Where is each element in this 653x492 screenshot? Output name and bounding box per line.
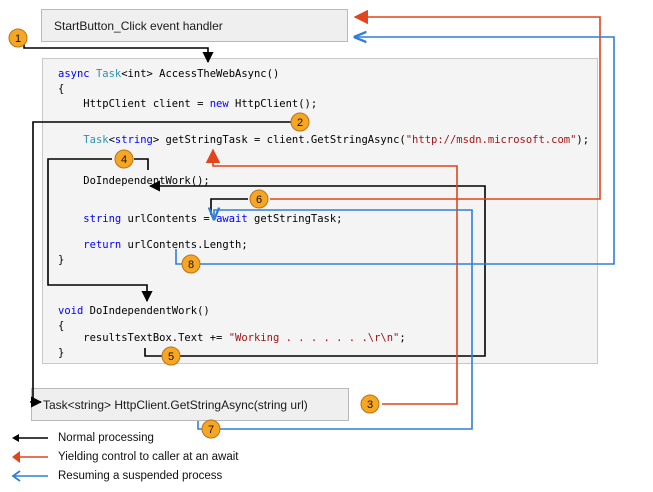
step-badge-4: 4 [114,149,134,169]
get-string-async-label: Task<string> HttpClient.GetStringAsync(s… [43,398,308,412]
code-text: HttpClient client = [58,98,210,110]
code-line-void-signature: void DoIndependentWork() [58,304,210,318]
step-number: 7 [208,424,214,436]
arrow-step-4 [47,158,153,303]
keyword: void [58,305,84,317]
legend-label: Resuming a suspended process [58,470,223,482]
code-line-signature: async Task<int> AccessTheWebAsync() [58,67,279,81]
string-literal: "Working . . . . . . .\r\n" [228,332,400,344]
code-text: HttpClient(); [228,98,318,110]
step-number: 4 [121,154,127,166]
arrow-step-4-top [134,158,149,170]
code-text: ); [576,134,590,146]
code-line-get-string-task: Task<string> getStringTask = client.GetS… [58,133,589,147]
arrow-step-7 [197,210,473,430]
code-text: resultsTextBox.Text += [58,332,229,344]
keyword: string [83,213,122,225]
legend-label: Normal processing [58,432,154,444]
code-text: > getStringTask = client.GetStringAsync( [152,134,406,146]
code-text: DoIndependentWork() [83,305,210,317]
get-string-async-box: Task<string> HttpClient.GetStringAsync(s… [31,388,349,421]
step-number: 2 [297,117,303,129]
keyword: string [114,134,153,146]
code-line-open-brace: { [58,83,65,95]
arrow-step-8 [175,37,615,265]
event-handler-label: StartButton_Click event handler [54,19,223,33]
code-text: < [108,134,115,146]
code-line-close-brace-2: } [58,347,65,359]
step-badge-8: 8 [181,254,201,274]
step-badge-5: 5 [161,346,181,366]
arrow-step-1 [23,39,214,64]
arrow-step-6-yield [270,9,601,200]
code-text: urlContents.Length; [121,239,248,251]
code-line-httpclient: HttpClient client = new HttpClient(); [58,97,317,111]
step-number: 6 [256,194,262,206]
step-badge-2: 2 [290,112,310,132]
step-number: 3 [367,399,373,411]
legend-red-arrow-icon [12,451,48,463]
arrow-step-3 [205,148,458,405]
string-literal: "http://msdn.microsoft.com" [405,134,577,146]
legend-label: Yielding control to caller at an await [58,451,239,463]
step-badge-6: 6 [249,189,269,209]
arrow-step-6 [210,198,248,215]
arrow-step-5 [144,180,486,357]
step-badge-7: 7 [201,419,221,439]
keyword: async [58,68,90,80]
legend-blue-arrow-icon [11,470,48,482]
code-text: <int> AccessTheWebAsync() [121,68,280,80]
legend-black-arrow-icon [12,434,48,442]
code-text: urlContents = [121,213,217,225]
step-number: 5 [168,351,174,363]
step-number: 8 [188,259,194,271]
code-line-return: return urlContents.Length; [58,238,248,252]
code-text: ; [399,332,406,344]
code-line-open-brace-2: { [58,320,65,332]
step-badge-1: 1 [8,28,28,48]
code-line-await: string urlContents = await getStringTask… [58,212,343,226]
code-line-close-brace: } [58,254,65,266]
keyword: new [209,98,229,110]
type: Task [95,68,122,80]
keyword: return [83,239,122,251]
code-line-results-textbox: resultsTextBox.Text += "Working . . . . … [58,331,406,345]
type: Task [83,134,109,146]
step-badge-3: 3 [360,394,380,414]
code-text: getStringTask; [247,213,343,225]
await-keyword: await [216,213,248,225]
step-number: 1 [15,33,21,45]
code-line-do-independent-work-call: DoIndependentWork(); [58,175,210,187]
code-block [42,58,598,364]
event-handler-box: StartButton_Click event handler [41,9,348,42]
